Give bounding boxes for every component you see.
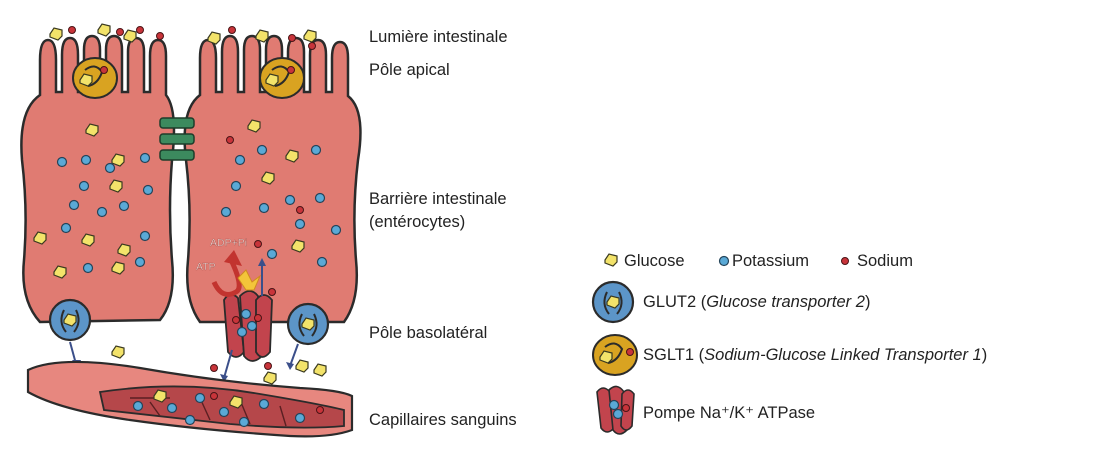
legend-icons: [591, 253, 849, 435]
legend-sglt1-italic: Sodium-Glucose Linked Transporter 1: [704, 346, 982, 364]
sodium-icon: [841, 257, 849, 265]
glut2-icon: [591, 280, 635, 324]
lumen-label: Lumière intestinale: [369, 28, 508, 46]
adp-pi-annotation: ADP+Pi ATP: [196, 237, 247, 273]
legend-glut2-label: GLUT2 (Glucose transporter 2): [643, 292, 870, 312]
legend-potassium-label: Potassium: [732, 252, 810, 270]
glut2-transporter-left: [48, 298, 92, 368]
blood-capillary: [26, 360, 354, 438]
tight-junction: [159, 117, 195, 161]
atp-label: ATP: [196, 261, 216, 273]
glucose-icon: [604, 253, 618, 267]
sglt1-transporter-left: [72, 57, 118, 99]
legend-pump-label: Pompe Na⁺/K⁺ ATPase: [643, 404, 816, 422]
barrier-label-line1: Barrière intestinale: [369, 190, 507, 208]
na-k-atpase-pump: [210, 250, 276, 382]
sglt1-icon: [592, 334, 638, 376]
capillaries-label: Capillaires sanguins: [369, 411, 517, 429]
legend-sglt1-label: SGLT1 (Sodium-Glucose Linked Transporter…: [643, 345, 987, 365]
legend-glucose-label: Glucose: [624, 252, 685, 270]
adp-pi-label: ADP+Pi: [210, 237, 247, 249]
sglt1-transporter-right: [259, 57, 305, 99]
basolateral-pole-label: Pôle basolatéral: [369, 324, 488, 342]
pump-icon: [596, 385, 635, 435]
legend-sglt1-suffix: ): [981, 346, 988, 364]
legend-glut2-italic: Glucose transporter 2: [706, 293, 865, 311]
potassium-icon: [718, 255, 730, 267]
glut2-transporter-right: [286, 302, 330, 370]
barrier-label-line2: (entérocytes): [369, 213, 466, 231]
legend-glut2-suffix: ): [864, 293, 871, 311]
apical-pole-label: Pôle apical: [369, 61, 450, 79]
legend-sglt1-prefix: SGLT1 (: [643, 346, 705, 364]
legend-sodium-label: Sodium: [857, 252, 913, 270]
legend-glut2-prefix: GLUT2 (: [643, 293, 707, 311]
